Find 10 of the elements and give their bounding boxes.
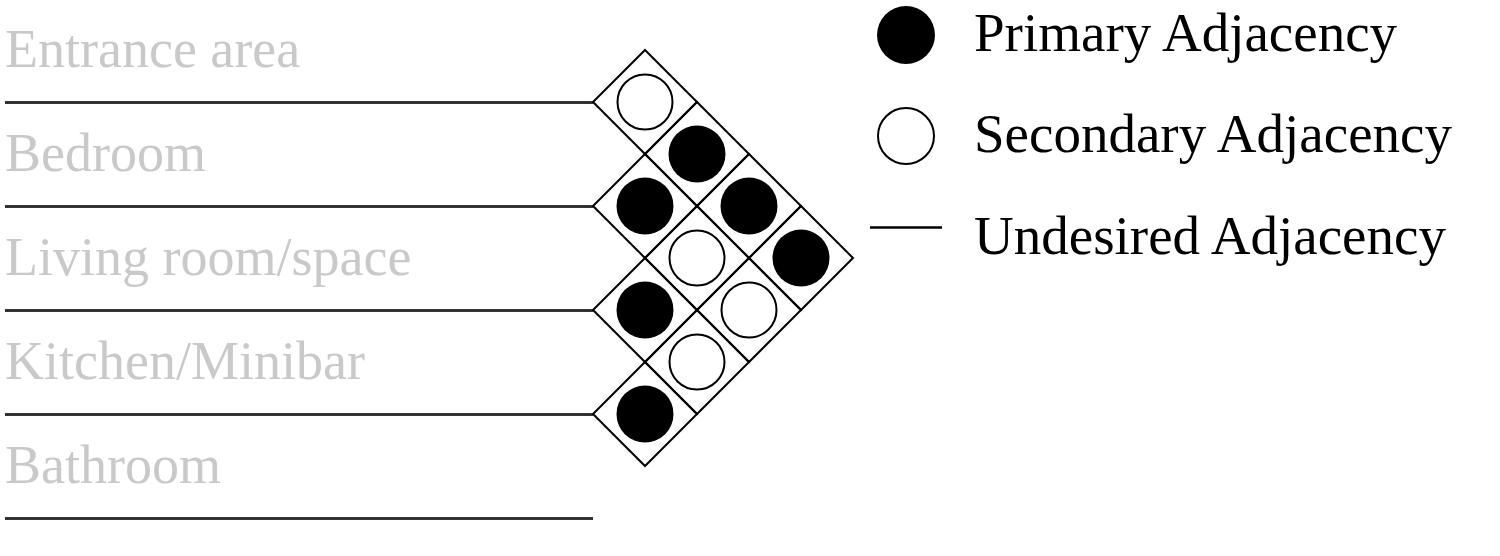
filled-circle-icon	[720, 177, 778, 235]
filled-circle-icon	[616, 177, 674, 235]
open-circle-icon	[668, 229, 726, 287]
filled-circle-icon	[616, 281, 674, 339]
open-circle-icon	[616, 73, 674, 131]
open-circle-icon	[720, 281, 778, 339]
filled-circle-icon	[616, 385, 674, 443]
filled-circle-icon	[772, 229, 830, 287]
filled-circle-icon	[668, 125, 726, 183]
open-circle-icon	[668, 333, 726, 391]
